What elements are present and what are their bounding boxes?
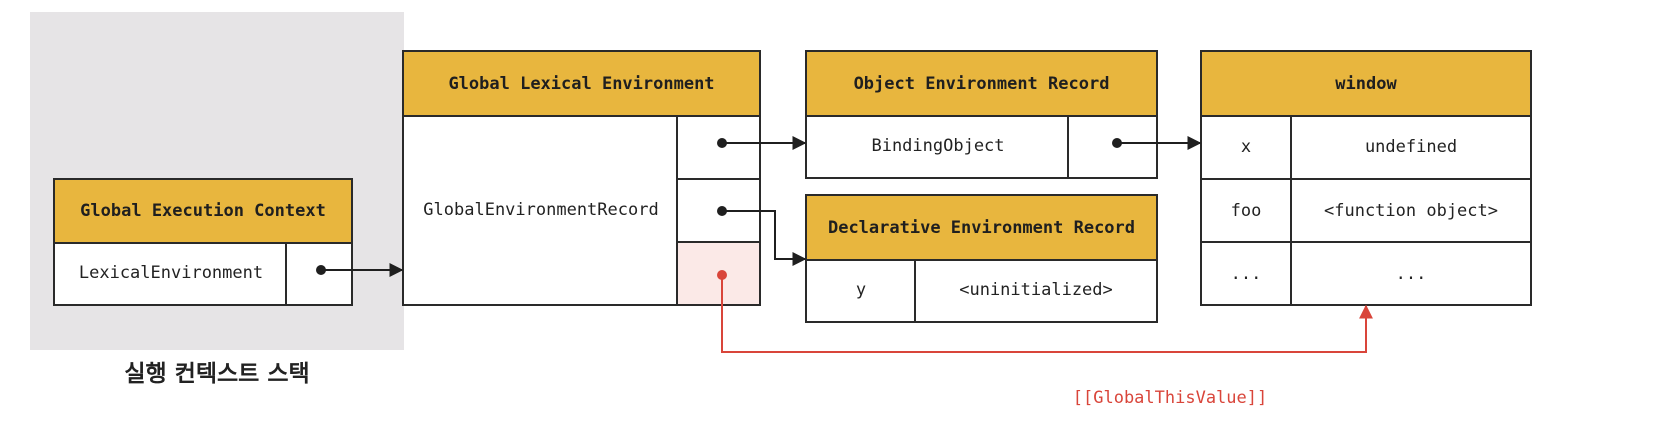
window-key: ... <box>1230 263 1262 284</box>
object-environment-record-box: Object Environment Record BindingObject <box>805 50 1158 179</box>
window-object-box: window x undefined foo <function object>… <box>1200 50 1532 306</box>
divider <box>676 241 759 243</box>
declarative-environment-record-box: Declarative Environment Record y <uninit… <box>805 194 1158 323</box>
binding-object-label: BindingObject <box>871 136 1005 156</box>
divider <box>676 115 678 304</box>
global-execution-context-title: Global Execution Context <box>55 180 351 244</box>
divider <box>1290 115 1292 304</box>
window-title: window <box>1202 52 1530 117</box>
window-value: undefined <box>1364 136 1458 157</box>
global-lexical-environment-title: Global Lexical Environment <box>404 52 759 117</box>
divider <box>1202 178 1530 180</box>
divider <box>1067 115 1069 177</box>
window-key: foo <box>1230 200 1262 221</box>
divider <box>1202 241 1530 243</box>
global-environment-record-label: GlobalEnvironmentRecord <box>423 199 659 220</box>
global-this-cell <box>678 243 759 304</box>
object-environment-record-title: Object Environment Record <box>807 52 1156 117</box>
lexical-environment-label: LexicalEnvironment <box>78 263 264 283</box>
divider <box>285 242 287 304</box>
global-execution-context-box: Global Execution Context LexicalEnvironm… <box>53 178 353 306</box>
window-key: x <box>1240 136 1252 157</box>
global-this-value-label: [[GlobalThisValue]] <box>1072 388 1268 408</box>
declarative-environment-record-title: Declarative Environment Record <box>807 196 1156 261</box>
divider <box>676 178 759 180</box>
declarative-value: <uninitialized> <box>959 280 1113 300</box>
window-value: ... <box>1395 263 1427 284</box>
declarative-key: y <box>855 280 867 300</box>
window-value: <function object> <box>1324 200 1498 221</box>
stack-caption: 실행 컨텍스트 스택 <box>124 361 310 387</box>
global-lexical-environment-box: Global Lexical Environment GlobalEnviron… <box>402 50 761 306</box>
